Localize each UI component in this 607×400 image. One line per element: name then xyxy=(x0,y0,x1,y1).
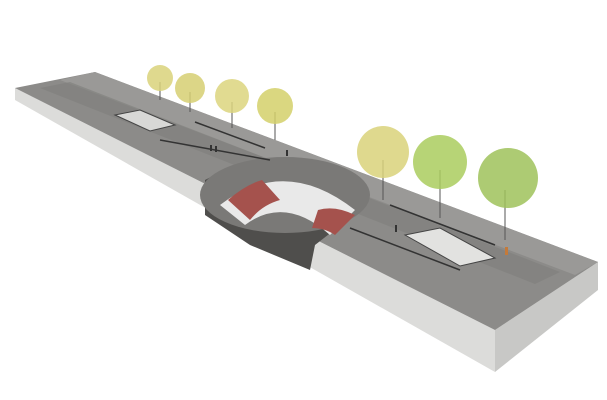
tree xyxy=(478,148,538,208)
tunnel-red-band-left xyxy=(228,180,280,220)
railing xyxy=(349,227,461,271)
slab-end-face xyxy=(495,262,598,372)
tree xyxy=(257,88,293,124)
pedestrians xyxy=(210,145,508,255)
tree xyxy=(147,65,173,91)
tree xyxy=(215,79,249,113)
tree xyxy=(175,73,205,103)
tunnel-red-band-right xyxy=(312,208,355,235)
tree xyxy=(357,126,409,178)
trees xyxy=(147,65,538,240)
skylight-opening-left xyxy=(113,109,177,132)
railing xyxy=(194,121,266,149)
tree xyxy=(413,135,467,189)
skylight-opening-right xyxy=(403,227,497,267)
railing xyxy=(389,204,496,246)
